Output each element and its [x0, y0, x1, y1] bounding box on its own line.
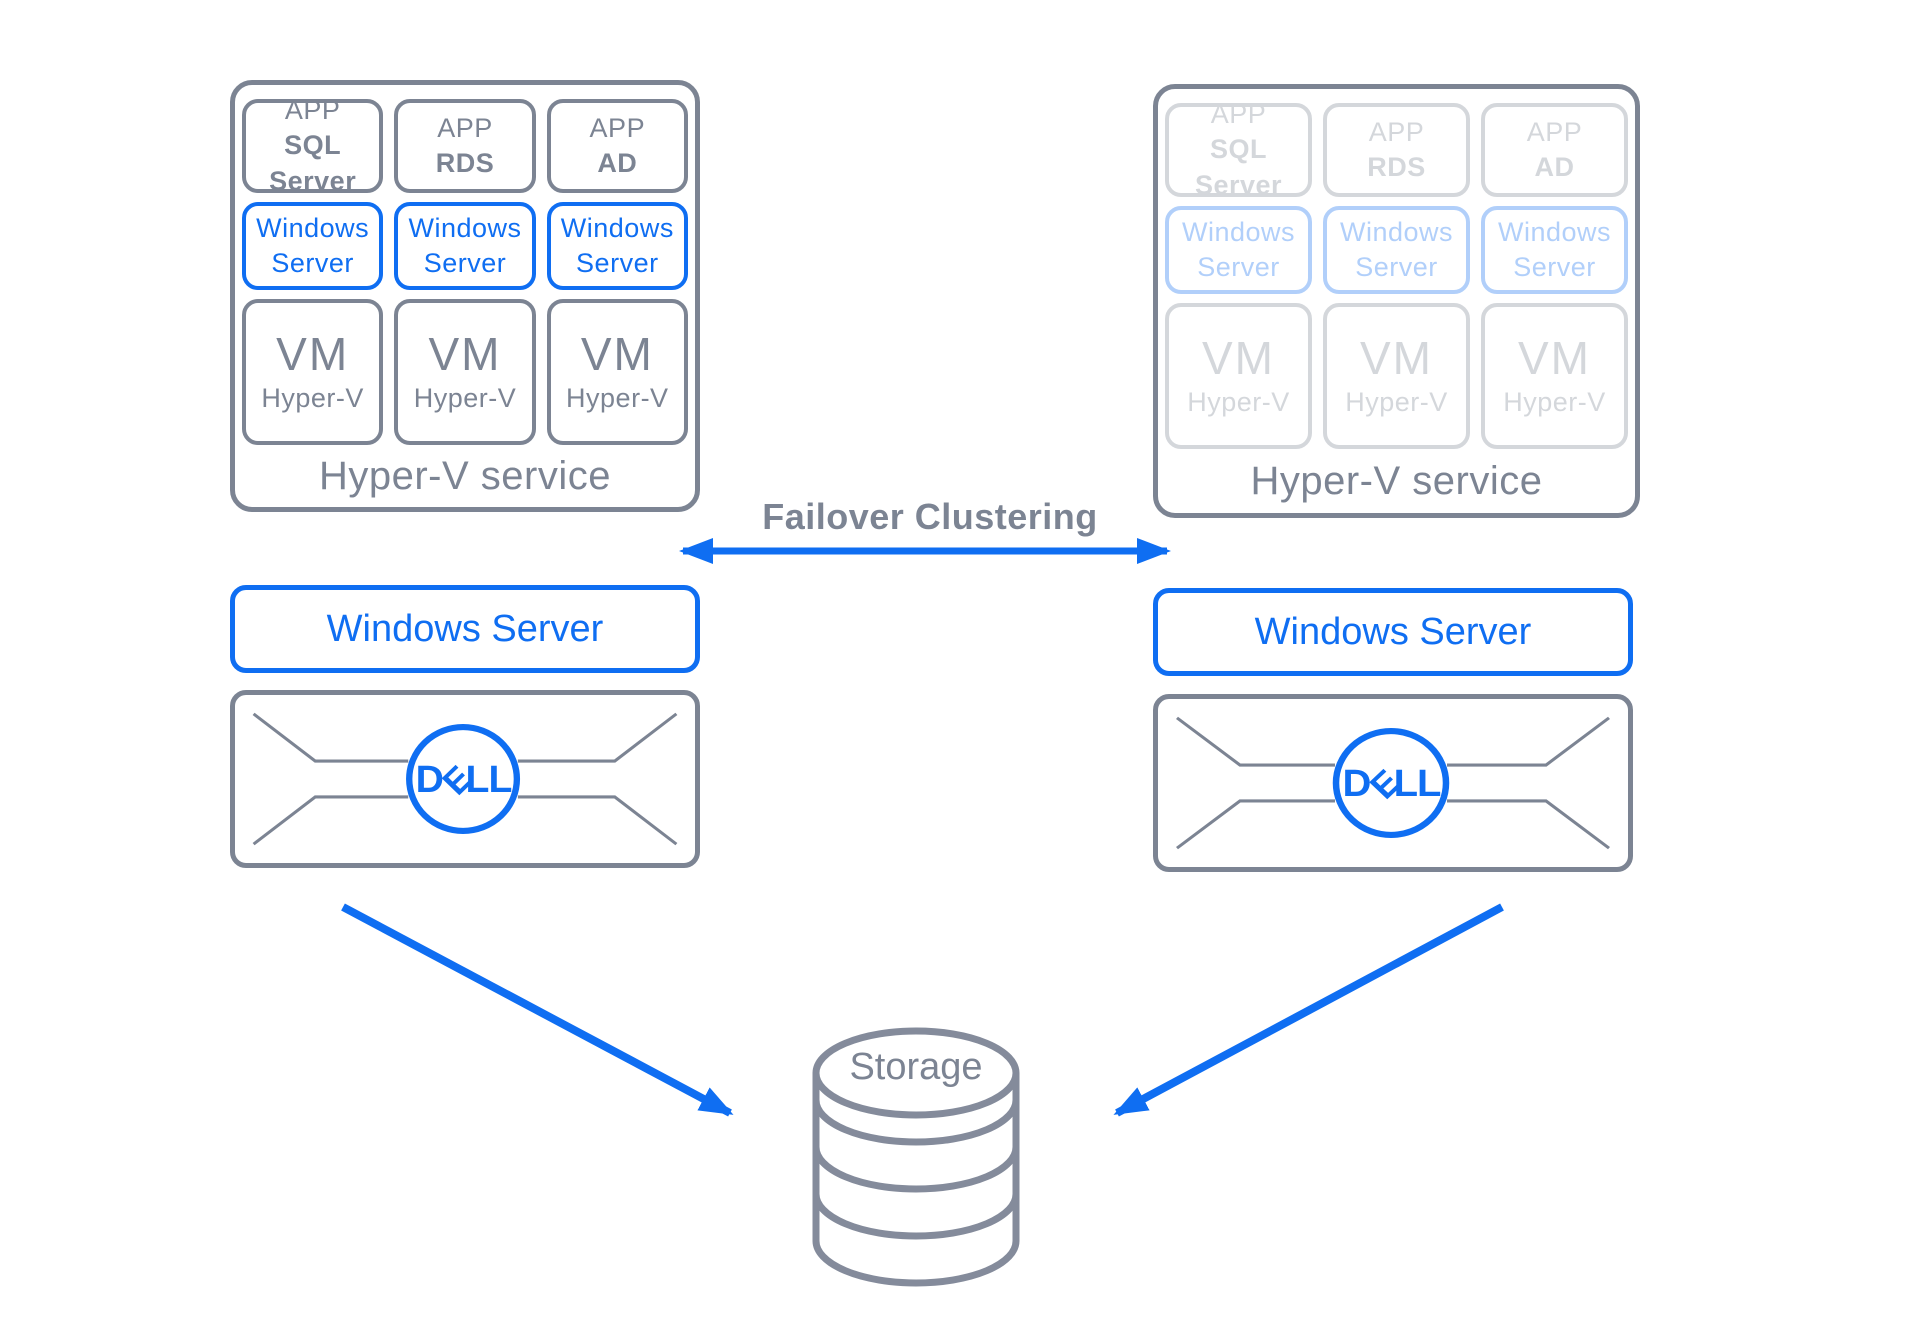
dell-letters-ll: LL [466, 759, 512, 801]
tile-grid-node1: APP SQL Server APP RDS APP AD Windows Se… [235, 85, 695, 445]
dell-letter-d: D [1343, 763, 1372, 805]
server-bezel-graphic: D E LL [1176, 716, 1610, 850]
vm-tile: VM Hyper-V [546, 299, 688, 445]
vm-tile-line2: Hyper-V [1345, 386, 1448, 417]
dell-letter-d: D [416, 759, 444, 801]
app-tile-line2: AD [597, 148, 638, 178]
ws-tile-line1: Windows [1181, 216, 1296, 247]
vm-tile: VM Hyper-V [394, 299, 536, 445]
ws-tile-line1: Windows [408, 212, 522, 243]
windows-server-bar-node1: Windows Server [230, 585, 700, 673]
server-bezel-lines [252, 712, 678, 846]
app-tile-line2: AD [1534, 152, 1575, 182]
hyperv-service-box-node2: APP SQL Server APP RDS APP AD Windows Se… [1153, 84, 1640, 518]
windows-server-tile: Windows Server [1481, 206, 1628, 294]
dell-logo-circle [1332, 728, 1450, 838]
app-tile-line2: SQL Server [1194, 134, 1283, 200]
dell-letters-ll: LL [1394, 763, 1441, 805]
app-tile-line1: APP [437, 112, 493, 143]
dell-logo: D E LL [416, 758, 513, 802]
ws-tile-line1: Windows [1339, 216, 1454, 247]
storage-cylinder-icon [812, 1027, 1020, 1287]
app-tile-line1: APP [1210, 99, 1267, 130]
failover-clustering-arrow [679, 538, 1171, 564]
vm-tile-line2: Hyper-V [566, 382, 669, 413]
app-tile-ad: APP AD [546, 99, 688, 193]
app-tile-line1: APP [589, 112, 646, 143]
app-tile-rds: APP RDS [394, 99, 536, 193]
windows-server-tile: Windows Server [546, 202, 688, 290]
app-tile-line2: RDS [1367, 152, 1426, 182]
ws-tile-line2: Server [1197, 252, 1280, 282]
vm-tile-line2: Hyper-V [413, 382, 517, 413]
vm-tile-line1: VM [1202, 332, 1275, 384]
ws-tile-line1: Windows [256, 212, 370, 243]
app-tile-ad: APP AD [1481, 103, 1628, 197]
vm-tile-line2: Hyper-V [1503, 386, 1606, 417]
vm-tile-line1: VM [428, 328, 502, 380]
windows-server-tile: Windows Server [242, 202, 384, 290]
app-tile-sql-server: APP SQL Server [1165, 99, 1312, 200]
storage-arrow-node2 [1113, 903, 1504, 1117]
vm-tile-line1: VM [580, 328, 654, 380]
server-bezel-lines [1176, 716, 1610, 850]
dell-logo: D E LL [1343, 762, 1442, 807]
ws-tile-line2: Server [1513, 252, 1596, 282]
app-tile-line1: APP [1368, 116, 1425, 147]
windows-server-tile: Windows Server [394, 202, 536, 290]
ws-tile-line2: Server [271, 248, 354, 278]
vm-tile-line2: Hyper-V [261, 382, 364, 413]
vm-tile: VM Hyper-V [1481, 303, 1628, 449]
dell-server-node2: D E LL [1153, 694, 1633, 872]
windows-server-tile: Windows Server [1165, 206, 1312, 294]
windows-server-bar-node2: Windows Server [1153, 588, 1633, 676]
ws-tile-line1: Windows [560, 212, 674, 243]
vm-tile-line1: VM [276, 328, 350, 380]
app-tile-rds: APP RDS [1323, 103, 1470, 197]
ws-tile-line2: Server [576, 248, 659, 278]
vm-tile-line1: VM [1360, 332, 1433, 384]
hyperv-service-label: Hyper-V service [318, 453, 611, 498]
tile-grid-node2: APP SQL Server APP RDS APP AD Windows Se… [1158, 89, 1635, 449]
ws-tile-line2: Server [1355, 252, 1438, 282]
dell-server-node1: D E LL [230, 690, 700, 868]
failover-clustering-label: Failover Clustering [762, 496, 1098, 537]
dell-logo-circle [406, 724, 521, 834]
app-tile-sql-server: APP SQL Server [242, 95, 384, 196]
app-tile-line1: APP [1526, 116, 1583, 147]
hyperv-service-label: Hyper-V service [1250, 458, 1543, 503]
storage-label: Storage [849, 1046, 983, 1088]
app-tile-line2: SQL Server [269, 130, 357, 196]
vm-tile: VM Hyper-V [242, 299, 384, 445]
ws-tile-line1: Windows [1497, 216, 1612, 247]
windows-server-tile: Windows Server [1323, 206, 1470, 294]
vm-tile: VM Hyper-V [1323, 303, 1470, 449]
server-bezel-graphic: D E LL [252, 712, 678, 846]
vm-tile: VM Hyper-V [1165, 303, 1312, 449]
vm-tile-line2: Hyper-V [1187, 386, 1290, 417]
hyperv-service-box-node1: APP SQL Server APP RDS APP AD Windows Se… [230, 80, 700, 512]
ws-tile-line2: Server [423, 248, 507, 278]
app-tile-line1: APP [284, 95, 341, 126]
storage-arrow-node1 [341, 903, 734, 1117]
vm-tile-line1: VM [1518, 332, 1591, 384]
app-tile-line2: RDS [435, 148, 495, 178]
